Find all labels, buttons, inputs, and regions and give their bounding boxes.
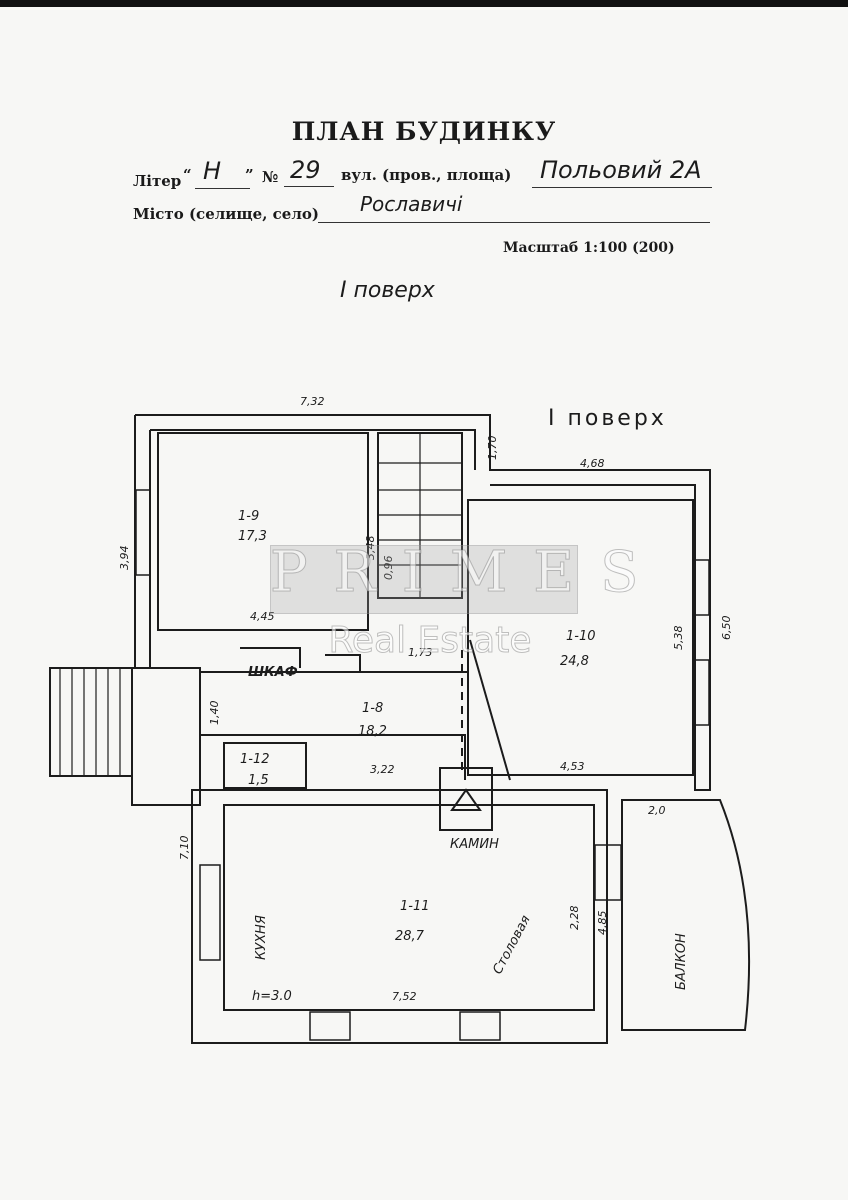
city-underline (318, 222, 710, 223)
window-right-1-10-b (694, 659, 710, 726)
city-label: Місто (селище, село) (133, 205, 320, 223)
room-1-8-id: 1-8 (362, 701, 383, 716)
plan-title: ПЛАН БУДИНКУ (291, 117, 557, 146)
room-1-10-area: 24,8 (560, 654, 589, 669)
dim-right-height: 6,50 (720, 616, 733, 641)
corridor-1-8-walls (199, 668, 466, 780)
fireplace-body (439, 767, 493, 831)
dim-right-top-width: 4,68 (580, 457, 605, 470)
dim-mid-right-width: 4,53 (560, 760, 585, 773)
height-label: h=3.0 (252, 989, 292, 1004)
inner-wall-top (150, 429, 476, 470)
dim-room19-width: 4,45 (250, 610, 275, 623)
liter-quote-open: “ (183, 166, 192, 184)
entry-vestibule (131, 667, 201, 806)
liter-underline (195, 188, 250, 189)
dim-mid-width: 3,22 (370, 763, 395, 776)
door-swing-line (469, 639, 511, 781)
room-1-11-id: 1-11 (400, 899, 430, 914)
plan-floor-title: І поверх (548, 406, 667, 431)
lower-block-outer (191, 789, 608, 1044)
watermark-title: PRIMES (270, 540, 665, 606)
room-1-9-id: 1-9 (238, 509, 259, 524)
kitchen-label: КУХНЯ (254, 915, 269, 960)
liter-quote-close: ” (245, 166, 254, 184)
window-balcony (594, 844, 622, 901)
wardrobe-wall (325, 654, 361, 672)
dim-balcony-width: 2,0 (648, 804, 666, 817)
watermark-box (270, 545, 578, 614)
room-1-9-walls (157, 432, 369, 631)
balcony-label: БАЛКОН (674, 933, 689, 990)
number-label: № (262, 168, 279, 186)
dim-top-width: 7,32 (300, 395, 325, 408)
number-underline (284, 186, 334, 187)
floor-note: І поверх (340, 278, 435, 303)
dim-room110-height: 5,38 (672, 626, 685, 651)
dim-left-small: 1,40 (208, 701, 221, 726)
dining-label: Столовая (490, 913, 534, 977)
outer-wall-right (135, 414, 711, 791)
liter-label: Літер (133, 172, 182, 190)
room-1-10-id: 1-10 (566, 629, 596, 644)
dim-stair-small: 0,96 (382, 556, 395, 581)
dim-stair-width: 1,70 (486, 436, 499, 461)
room-1-8-area: 18,2 (358, 724, 387, 739)
fireplace-firebox (450, 788, 482, 811)
window-right-1-10-a (694, 559, 710, 616)
room-1-12-walls (223, 742, 307, 789)
city-value: Рославичі (360, 192, 463, 216)
room-1-11-walls (223, 804, 595, 1011)
scale-label: Масштаб 1:100 (200) (503, 240, 675, 256)
wardrobe-front (240, 647, 301, 668)
room-1-11-area: 28,7 (395, 929, 425, 944)
room-1-12-area: 1,5 (248, 773, 269, 788)
dim-bottom-width: 7,52 (392, 990, 417, 1003)
room-1-9-area: 17,3 (238, 529, 267, 544)
window-bottom-a (309, 1011, 351, 1041)
fireplace-label: КАМИН (450, 837, 499, 852)
page-top-edge (0, 0, 848, 7)
window-bottom-b (459, 1011, 501, 1041)
liter-value: Н (203, 157, 222, 185)
room-1-12-id: 1-12 (240, 752, 270, 767)
watermark-subtitle: Real Estate (328, 620, 532, 662)
dim-dining-small: 2,28 (568, 906, 581, 931)
dim-balcony-depth: 4,85 (596, 911, 609, 936)
street-value: Польовий 2А (540, 156, 702, 184)
dim-left-bottom: 7,10 (178, 836, 191, 861)
number-value: 29 (290, 156, 321, 184)
wardrobe-label: ШКАФ (248, 665, 298, 680)
room-1-10-walls (467, 499, 694, 776)
window-kitchen (199, 864, 221, 961)
dim-left-height: 3,94 (118, 546, 131, 571)
street-label: вул. (пров., площа) (341, 166, 512, 184)
balcony-walls (621, 799, 751, 1031)
dim-room19-height: 3,48 (364, 536, 377, 561)
dim-corridor-width: 1,73 (408, 646, 433, 659)
window-left-1-9 (135, 489, 151, 576)
street-underline (532, 187, 712, 188)
